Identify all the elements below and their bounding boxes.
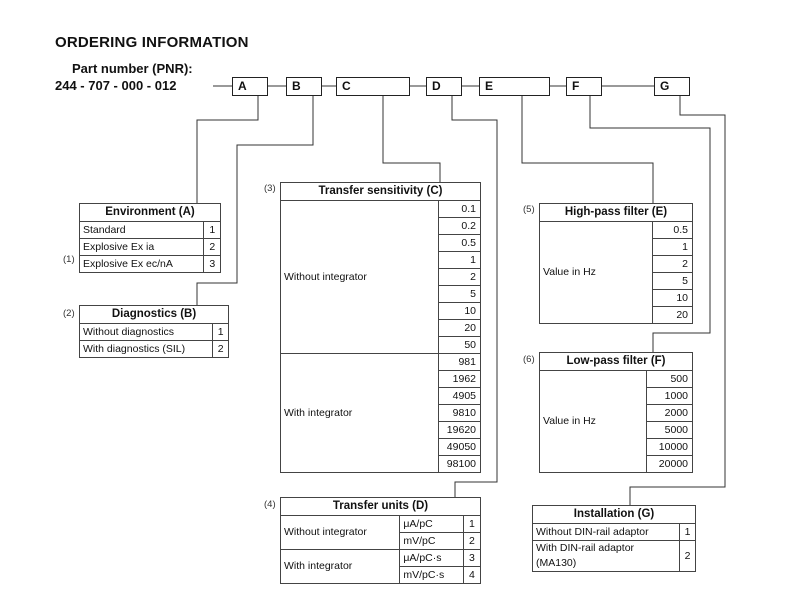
table-row: 9810 [281,404,481,422]
footnote-marker: (4) [264,499,276,510]
sensitivity-table: Transfer sensitivity (C) Without integra… [280,182,481,473]
table-row: 98100 [281,455,481,473]
table-row: With DIN-rail adaptor (MA130)2 [532,540,696,572]
table-row: 49050 [281,438,481,456]
group-label: With integrator [280,353,439,473]
footnote-marker: (1) [63,254,75,265]
code-box-c: C [336,77,410,96]
pnr-label: Part number (PNR): [72,61,193,76]
footnote-marker: (5) [523,204,535,215]
table-row: 20 [540,306,693,324]
table-row: 1000 [540,387,693,405]
footnote-marker: (2) [63,308,75,319]
footnote-marker: (6) [523,354,535,365]
table-row: With diagnostics (SIL)2 [78,340,229,358]
lowpass-title: Low-pass filter (F) [539,352,693,371]
sensitivity-title: Transfer sensitivity (C) [280,182,481,201]
table-row: 20000 [540,455,693,473]
diagnostics-title: Diagnostics (B) [79,305,229,324]
code-box-d: D [426,77,462,96]
code-box-b: B [286,77,322,96]
table-row: 20 [281,319,481,337]
page-title: ORDERING INFORMATION [55,34,249,51]
table-row: 0.2 [281,217,481,235]
table-row: 5 [540,272,693,290]
pnr-value: 244 - 707 - 000 - 012 [55,78,177,93]
code-box-f: F [566,77,602,96]
environment-title: Environment (A) [79,203,221,222]
code-box-a: A [232,77,268,96]
units-title: Transfer units (D) [280,497,481,516]
group-label: Without integrator [280,200,439,354]
code-box-g: G [654,77,690,96]
table-row: 1 [281,251,481,269]
footnote-marker: (3) [264,183,276,194]
code-box-e: E [479,77,550,96]
table-row: 10000 [540,438,693,456]
installation-table: Installation (G) Without DIN-rail adapto… [532,505,696,572]
installation-title: Installation (G) [532,505,696,524]
highpass-title: High-pass filter (E) [539,203,693,222]
